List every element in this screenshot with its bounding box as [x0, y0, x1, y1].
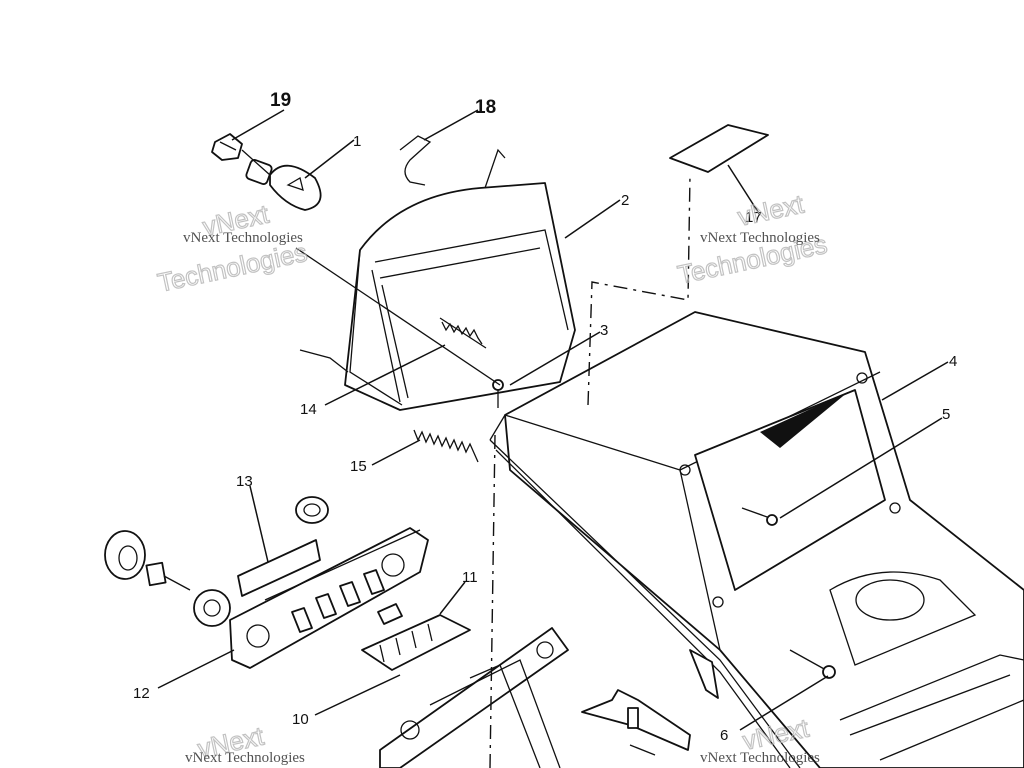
- watermark-company: vNext Technologies: [700, 750, 820, 766]
- callout-17: 17: [745, 209, 762, 226]
- callout-3: 3: [600, 322, 608, 339]
- callout-14: 14: [300, 401, 317, 418]
- switch-mount: [379, 627, 569, 768]
- spring-14: [439, 317, 487, 349]
- wire-clip: [399, 135, 432, 186]
- switch-bracket: [229, 527, 429, 669]
- label-plate: [237, 539, 321, 597]
- assembly-lines: [241, 149, 691, 768]
- toggle-switch: [581, 689, 691, 756]
- watermark-company: vNext Technologies: [183, 230, 303, 246]
- callouts: 19 18 1 2 17 3 4 5 14 15 13 11 12 10 6: [133, 90, 957, 744]
- leader-lines: [157, 109, 949, 731]
- ignition-nut: [193, 589, 231, 627]
- callout-1: 1: [353, 133, 361, 150]
- grommet-13: [295, 496, 329, 524]
- watermark-company: vNext Technologies: [700, 230, 820, 246]
- callout-6: 6: [720, 727, 728, 744]
- callout-13: 13: [236, 473, 253, 490]
- callout-2: 2: [621, 192, 629, 209]
- headlight-housing: [299, 148, 576, 411]
- watermark-brand: vNext: [735, 189, 807, 232]
- screw-6: [789, 649, 836, 679]
- callout-10: 10: [292, 711, 309, 728]
- screw-5: [741, 507, 778, 526]
- switch-block: [361, 603, 471, 671]
- callout-5: 5: [942, 406, 950, 423]
- bulb-socket: [211, 133, 243, 161]
- watermark-word: Technologies: [155, 237, 310, 298]
- callout-4: 4: [949, 353, 957, 370]
- callout-12: 12: [133, 685, 150, 702]
- bulb: [245, 159, 322, 211]
- callout-18: 18: [475, 97, 496, 118]
- ignition-key: [104, 530, 191, 591]
- spring-15: [413, 429, 479, 463]
- callout-15: 15: [350, 458, 367, 475]
- screw-3: [492, 379, 504, 408]
- watermark-company: vNext Technologies: [185, 750, 305, 766]
- console-body: [489, 311, 1024, 768]
- callout-19: 19: [270, 90, 291, 111]
- callout-11: 11: [462, 569, 478, 586]
- decal: [669, 124, 769, 173]
